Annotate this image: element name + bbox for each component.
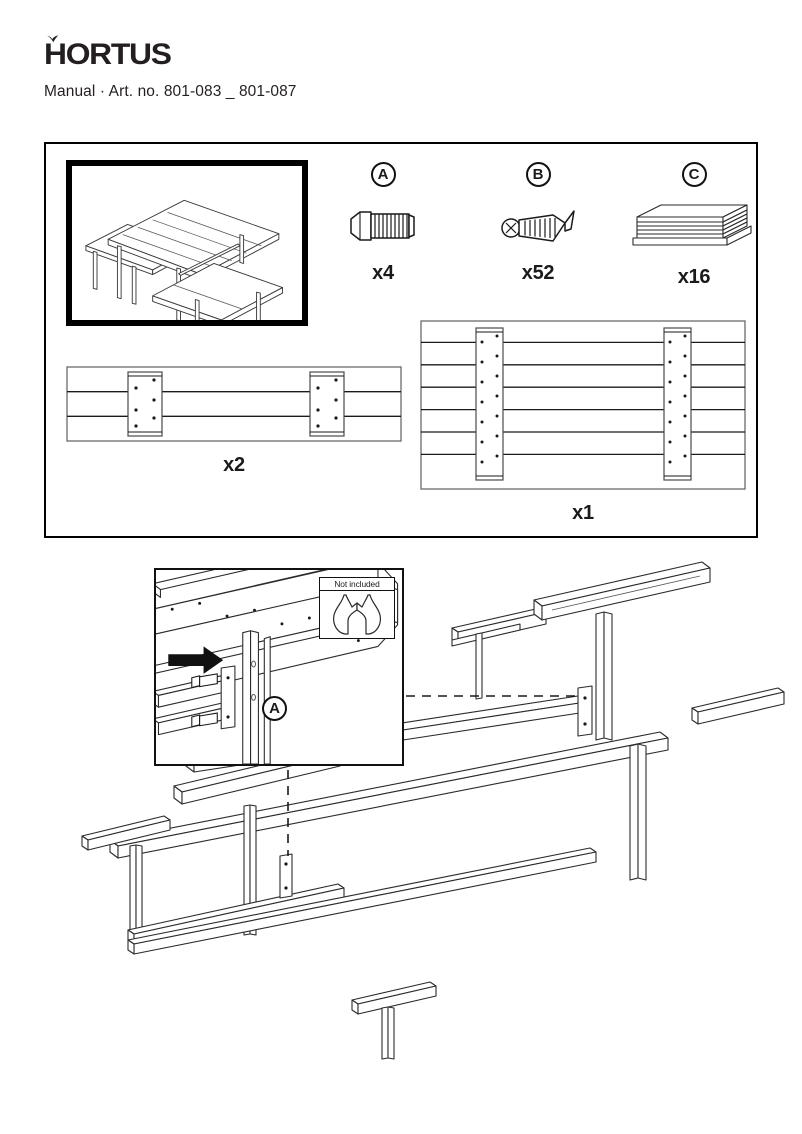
part-b-qty: x52 [521, 262, 555, 284]
not-included-label: Not included [320, 578, 394, 591]
part-a-group: A x4 [338, 162, 428, 285]
part-c-group: C x16 [624, 162, 764, 289]
picnic-table-icon [85, 199, 284, 320]
assembly-step-diagram: Not included A [0, 548, 802, 1134]
part-b-group: B x52 [493, 162, 583, 285]
leaf-sprout-icon [47, 35, 59, 43]
brand-name: HORTUS [44, 38, 172, 71]
bench-seat-panel-qty: x2 [223, 454, 245, 476]
detail-callout-box: Not included A [154, 568, 404, 766]
brand-logo: HORTUS [44, 35, 644, 74]
assembled-product-illustration [66, 160, 308, 326]
part-b-badge: B [525, 162, 551, 187]
bench-seat-panel-icon [66, 366, 402, 442]
wood-screw-icon [501, 210, 575, 242]
parts-inventory-panel: A x4 B x52 [44, 142, 758, 538]
not-included-tool-box: Not included [319, 577, 395, 639]
detail-part-a-badge: A [262, 696, 287, 721]
bench-seat-panel-group: x2 [66, 366, 402, 477]
steel-frame-exploded-icon [81, 561, 785, 1060]
insert-arrow-icon [168, 646, 224, 674]
part-a-badge: A [370, 162, 396, 187]
tabletop-panel-group: x1 [420, 320, 746, 525]
part-c-qty: x16 [677, 266, 711, 288]
plank-stack-icon [632, 204, 752, 246]
tabletop-panel-icon [420, 320, 746, 490]
leader-line-dashed [287, 695, 580, 856]
tabletop-panel-qty: x1 [572, 502, 594, 524]
open-end-wrench-icon [333, 594, 381, 635]
hex-bolt-icon [350, 211, 415, 241]
document-header: HORTUS Manual · Art. no. 801-083 _ 801-0… [44, 35, 644, 101]
part-a-qty: x4 [372, 262, 394, 284]
manual-subtitle: Manual · Art. no. 801-083 _ 801-087 [44, 83, 297, 100]
part-c-badge: C [681, 162, 707, 187]
